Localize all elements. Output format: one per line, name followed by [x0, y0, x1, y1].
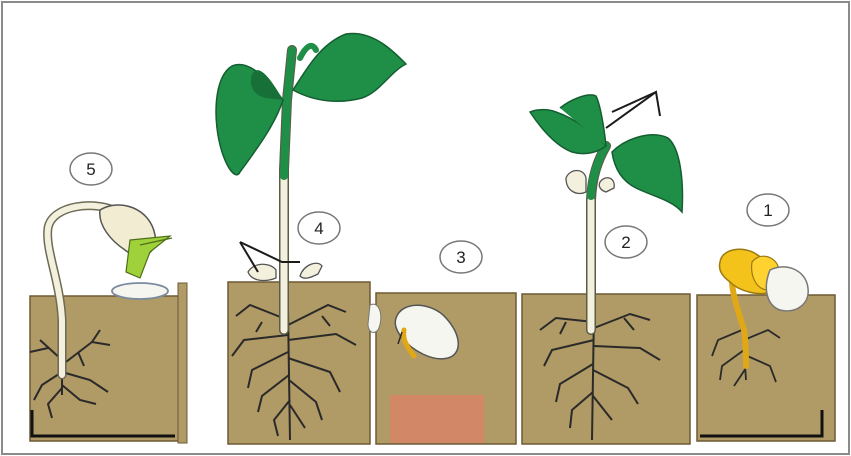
- stage-number: 3: [456, 248, 465, 267]
- stage-label-5: 5: [70, 153, 112, 185]
- stage-number: 2: [621, 233, 630, 252]
- pot-patch: [390, 395, 484, 443]
- stage-number: 1: [763, 201, 772, 220]
- stage-number: 4: [314, 219, 323, 238]
- stage-number: 5: [86, 160, 95, 179]
- soil-block-stage-5: [30, 283, 187, 443]
- stage-label-1: 1: [747, 194, 789, 226]
- soil-block-stage-2: [522, 294, 690, 444]
- stage-label-2: 2: [605, 226, 647, 258]
- stage-label-4: 4: [298, 212, 340, 244]
- stage-label-3: 3: [440, 241, 482, 273]
- soil-block-stage-1: [697, 295, 835, 441]
